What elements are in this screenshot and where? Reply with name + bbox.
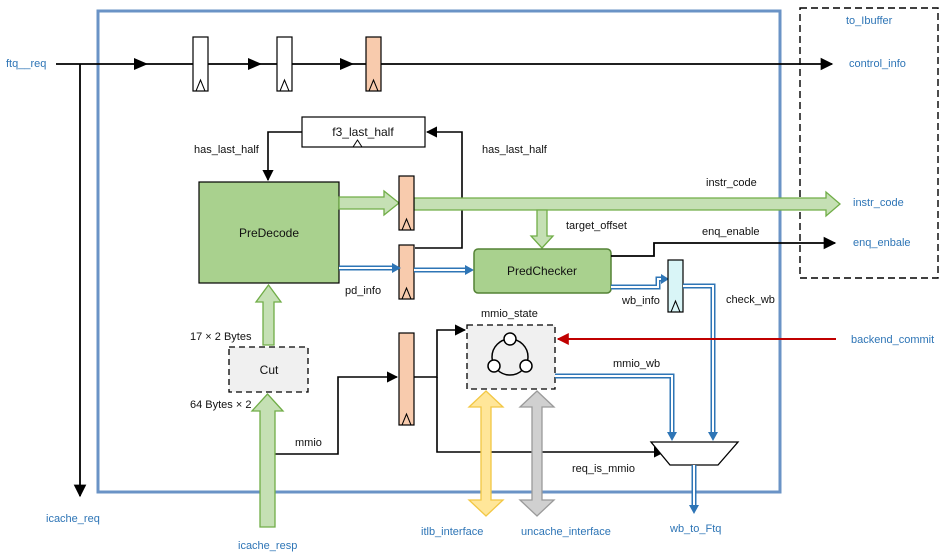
register-pd-info xyxy=(398,244,415,300)
mmio-register-to-state-line xyxy=(414,324,467,378)
uncache-interface-label: uncache_interface xyxy=(521,526,611,538)
ftq-arrowhead-1 xyxy=(134,58,148,70)
to-ibuffer-label: to_Ibuffer xyxy=(846,15,893,27)
wb-info-arrow xyxy=(611,274,669,290)
control-info-label: control_info xyxy=(849,58,906,70)
register-instr-code xyxy=(398,175,415,231)
f3-last-half-register xyxy=(301,116,426,148)
pipeline-register-s2 xyxy=(365,36,382,92)
ftq-req-label: ftq__req xyxy=(6,58,46,70)
predchecker-text: PredChecker xyxy=(507,264,577,278)
instr-code-out-arrow xyxy=(413,190,841,218)
target-offset-label: target_offset xyxy=(566,220,627,232)
to-ibuffer-region xyxy=(799,7,939,279)
icache-req-label: icache_req xyxy=(46,513,100,525)
wb-to-ftq-arrow xyxy=(689,465,699,514)
cut-text: Cut xyxy=(260,363,279,377)
state-machine-icon xyxy=(487,332,533,376)
mmio-state-label: mmio_state xyxy=(481,308,538,320)
mmio-to-register-line xyxy=(274,371,399,455)
pipeline-register-s0 xyxy=(192,36,209,92)
enq-enable-out-label: enq_enbale xyxy=(853,237,911,249)
has-last-half-right-label: has_last_half xyxy=(482,144,548,156)
predecode-block xyxy=(198,181,340,284)
pipeline-register-s1 xyxy=(276,36,293,92)
itlb-interface-arrow xyxy=(467,390,505,517)
mmio-label: mmio xyxy=(295,437,322,449)
instr-code-out-label: instr_code xyxy=(853,197,904,209)
has-last-half-out-line xyxy=(415,126,463,249)
wb-to-ftq-label: wb_to_Ftq xyxy=(669,523,721,535)
f3-last-half-clock xyxy=(352,139,363,148)
pd-info-arrow-2 xyxy=(414,265,474,275)
itlb-interface-label: itlb_interface xyxy=(421,526,483,538)
has-last-half-left-label: has_last_half xyxy=(194,144,260,156)
predecode-text: PreDecode xyxy=(239,226,299,240)
predecode-to-reg-arrow xyxy=(338,189,401,217)
pd-info-label: pd_info xyxy=(345,285,381,297)
icache-resp-arrow xyxy=(250,393,285,528)
cut-block xyxy=(228,346,309,393)
predchecker-block xyxy=(473,248,612,294)
register-wb-info xyxy=(667,259,684,313)
cut-to-predecode-arrow xyxy=(254,283,283,346)
enq-enable-line xyxy=(611,236,837,257)
wb-info-label: wb_info xyxy=(621,295,660,307)
enq-enable-inner-label: enq_enable xyxy=(702,226,760,238)
register-mmio xyxy=(398,332,415,426)
writeback-mux xyxy=(649,441,740,466)
ftq-arrowhead-2 xyxy=(248,58,262,70)
bytes-17x2-label: 17 × 2 Bytes xyxy=(190,331,252,343)
pd-info-arrow-1 xyxy=(339,263,401,273)
ifu-frame xyxy=(96,9,782,494)
req-is-mmio-label: req_is_mmio xyxy=(572,463,635,475)
instr-code-inner-label: instr_code xyxy=(706,177,757,189)
ftq-arrowhead-3 xyxy=(340,58,354,70)
check-wb-arrow xyxy=(683,283,718,441)
icache-resp-label: icache_resp xyxy=(238,540,297,552)
req-is-mmio-line xyxy=(436,377,666,458)
check-wb-label: check_wb xyxy=(726,294,775,306)
mmio-wb-label: mmio_wb xyxy=(613,358,660,370)
backend-commit-label: backend_commit xyxy=(851,334,934,346)
target-offset-arrow xyxy=(529,209,555,249)
mmio-wb-arrow xyxy=(555,373,677,441)
uncache-interface-arrow xyxy=(518,390,556,517)
has-last-half-in-line xyxy=(262,131,302,182)
bytes-64x2-label: 64 Bytes × 2 xyxy=(190,399,251,411)
f3-last-half-text: f3_last_half xyxy=(332,125,394,139)
